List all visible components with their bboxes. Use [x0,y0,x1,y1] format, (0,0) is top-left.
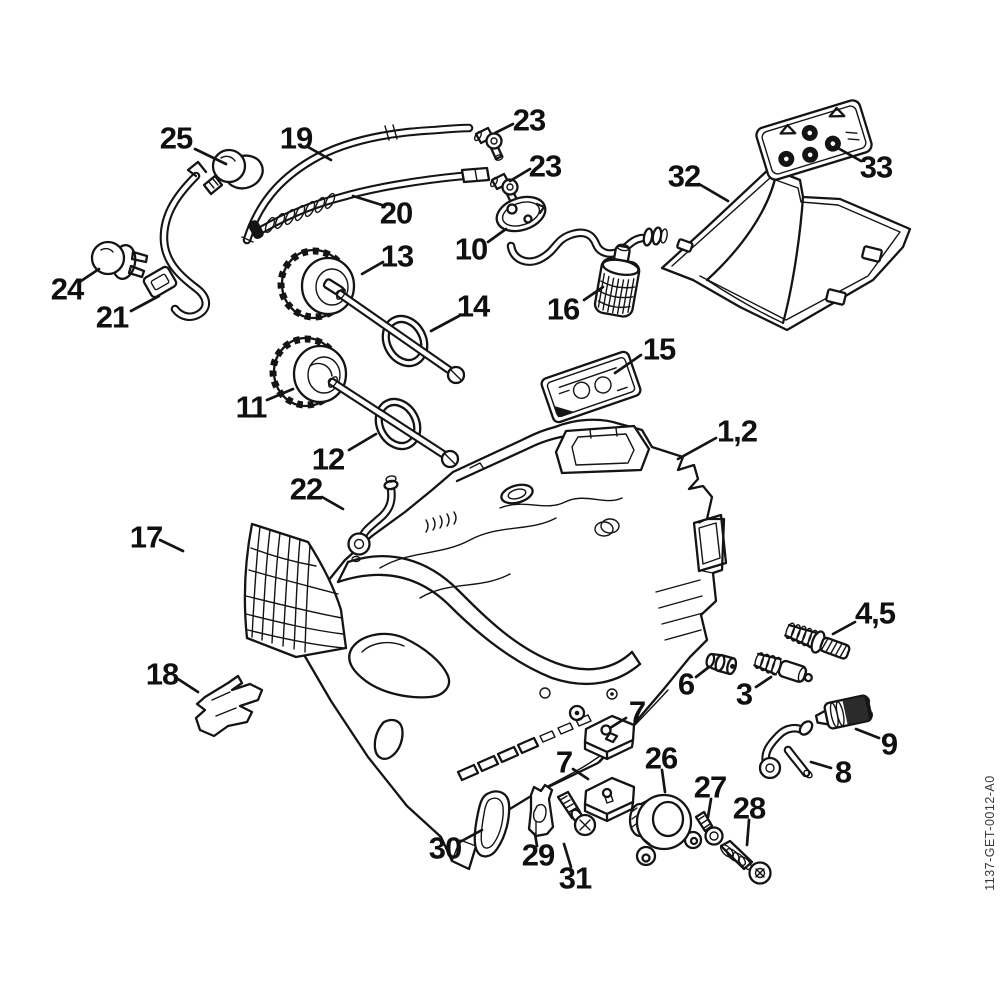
part-cover [660,166,912,332]
part-screw-spring [719,839,772,885]
part-guard-grid [243,522,348,659]
part-elbow-tube [758,720,814,780]
callout-6: 6 [677,666,695,702]
part-housing-assembly [295,418,728,871]
part-screw-small [694,810,724,846]
part-elbow-fitting [347,475,399,563]
callout-3: 3 [735,676,753,712]
callout-29: 29 [521,837,555,873]
part-plug [814,694,874,730]
part-buffer-stud [784,622,851,660]
callout-16: 16 [546,291,580,327]
part-safety-label [755,99,873,181]
part-bushing [705,652,738,676]
callout-10: 10 [454,231,488,267]
part-info-label [540,350,642,424]
part-cap-retainer-rod [327,376,460,469]
callout-9: 9 [880,726,898,762]
callout-20: 20 [379,195,413,231]
callout-7-2: 7 [555,744,573,780]
part-clip [527,783,555,838]
callout-25: 25 [159,120,193,156]
callout-27: 27 [693,769,727,805]
part-gasket [473,790,511,858]
part-tank-vent [495,195,668,266]
part-filler-cap [269,335,348,409]
callout-31: 31 [558,860,592,896]
callout-12: 12 [311,441,345,477]
callout-1-2: 1,2 [716,413,758,449]
callout-13: 13 [380,238,414,274]
doc-code: 1137-GET-0012-A0 [983,775,997,891]
callout-28: 28 [732,790,766,826]
part-fuel-filter [593,243,641,318]
part-corrugated-hose [248,166,491,239]
callout-17: 17 [129,519,163,555]
part-elbow-connector [473,126,504,161]
part-fuel-hose-long [241,123,474,245]
callout-21: 21 [95,299,129,335]
callout-8: 8 [834,754,852,790]
callout-15: 15 [642,331,676,367]
part-bracket [194,674,264,738]
callout-24: 24 [50,271,84,307]
callout-26: 26 [644,740,678,776]
callout-22: 22 [289,471,323,507]
callout-33: 33 [859,149,893,185]
callout-32: 32 [667,158,701,194]
callout-4-5: 4,5 [854,595,896,631]
part-cap-retainer-rod [335,288,466,385]
callout-7: 7 [628,694,646,730]
part-primer-bulb [202,148,264,196]
callout-18: 18 [145,656,179,692]
callout-23-2: 23 [528,148,562,184]
part-hose-bracket [142,160,211,322]
callout-23: 23 [512,102,546,138]
part-screw [556,790,597,837]
part-annular-buffer [753,652,813,683]
part-filler-cap [277,247,356,321]
callout-14: 14 [456,288,490,324]
part-bumper-pad [583,776,636,823]
callout-11: 11 [235,389,268,425]
callout-19: 19 [279,120,313,156]
part-valve [90,240,149,281]
callout-30: 30 [428,830,462,866]
part-flange [628,793,703,867]
